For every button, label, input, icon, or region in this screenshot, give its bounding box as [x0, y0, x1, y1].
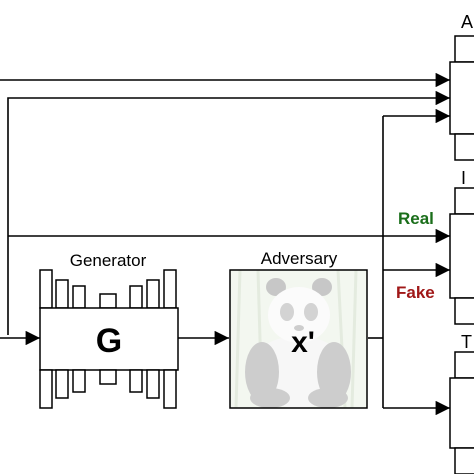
panda-image [230, 270, 367, 408]
clipped-label-top: A [461, 12, 473, 32]
generator-network [39, 269, 179, 409]
generator-title: Generator [70, 251, 147, 270]
clipped-label-middle: I [461, 168, 466, 188]
fake-label: Fake [396, 283, 435, 302]
right-network-bottom [449, 351, 474, 474]
adversary-frame [229, 269, 368, 409]
arrow-line-top-2 [7, 90, 450, 335]
adversary-title: Adversary [261, 249, 338, 268]
right-network-middle [449, 187, 474, 325]
connections [0, 72, 450, 416]
clipped-label-bottom: T [461, 332, 472, 352]
adversary-symbol: x' [291, 326, 315, 359]
generator-symbol: G [96, 322, 122, 360]
right-network-top [449, 35, 474, 161]
real-label: Real [398, 209, 434, 228]
